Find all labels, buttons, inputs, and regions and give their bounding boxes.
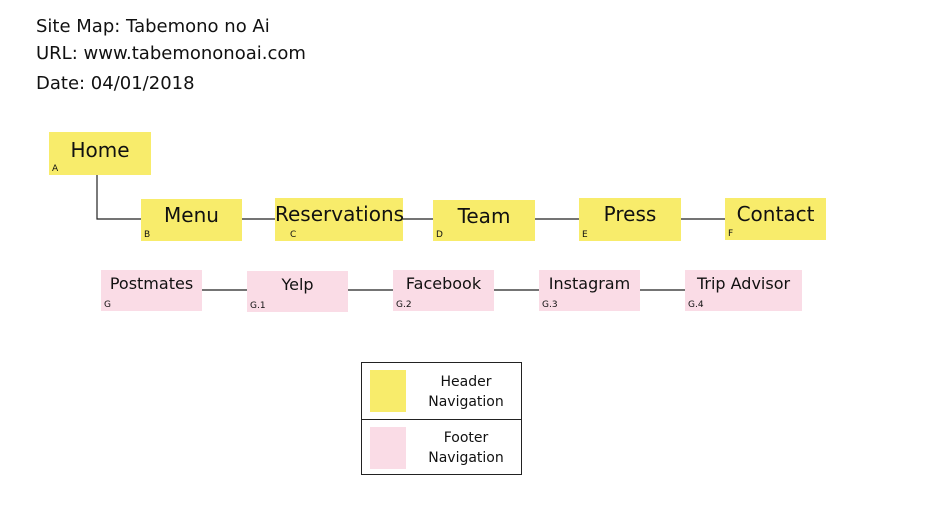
node-press-label: Press [603,202,657,226]
node-home: Home A [49,132,151,175]
legend-footer-swatch [370,427,406,469]
legend-header-line1: Header [440,374,492,390]
node-reservations-label: Reservations [275,202,405,226]
legend-footer-line1: Footer [443,430,489,446]
legend-footer-line2: Navigation [428,450,504,466]
node-team: Team D [433,200,535,241]
sitemap-date: Date: 04/01/2018 [36,73,195,94]
node-home-label: Home [70,138,130,162]
node-home-code: A [52,164,59,174]
node-trip-advisor-code: G.4 [688,300,704,310]
node-postmates-label: Postmates [109,274,194,293]
node-facebook-code: G.2 [396,300,412,310]
node-reservations-code: C [290,230,297,240]
node-facebook: Facebook G.2 [393,270,494,311]
node-yelp-code: G.1 [250,301,266,311]
node-press-code: E [582,230,588,240]
node-yelp: Yelp G.1 [247,271,348,312]
node-contact-label: Contact [736,202,815,226]
node-yelp-label: Yelp [281,275,314,294]
legend-header-line2: Navigation [428,394,504,410]
node-team-label: Team [457,204,511,228]
node-postmates: Postmates G [101,270,202,311]
node-instagram: Instagram G.3 [539,270,640,311]
legend-header-row: Header Navigation [362,363,521,419]
node-instagram-label: Instagram [548,274,631,293]
node-menu-label: Menu [164,203,219,227]
legend-header-text: Header Navigation [416,372,516,412]
legend: Header Navigation Footer Navigation [361,362,522,475]
home-to-menu-connector [96,175,141,220]
legend-footer-text: Footer Navigation [416,428,516,468]
legend-footer-row: Footer Navigation [362,419,521,476]
node-menu: Menu B [141,199,242,241]
node-menu-code: B [144,230,151,240]
node-trip-advisor-label: Trip Advisor [696,274,791,293]
legend-header-swatch [370,370,406,412]
node-press: Press E [579,198,681,241]
node-instagram-code: G.3 [542,300,558,310]
node-contact-code: F [728,229,734,239]
node-trip-advisor: Trip Advisor G.4 [685,270,802,311]
node-team-code: D [436,230,443,240]
node-facebook-label: Facebook [405,274,482,293]
site-url: URL: www.tabemononoai.com [36,43,306,64]
node-contact: Contact F [725,198,826,240]
node-postmates-code: G [104,300,111,310]
sitemap-title: Site Map: Tabemono no Ai [36,16,270,37]
node-reservations: Reservations C [275,198,405,241]
